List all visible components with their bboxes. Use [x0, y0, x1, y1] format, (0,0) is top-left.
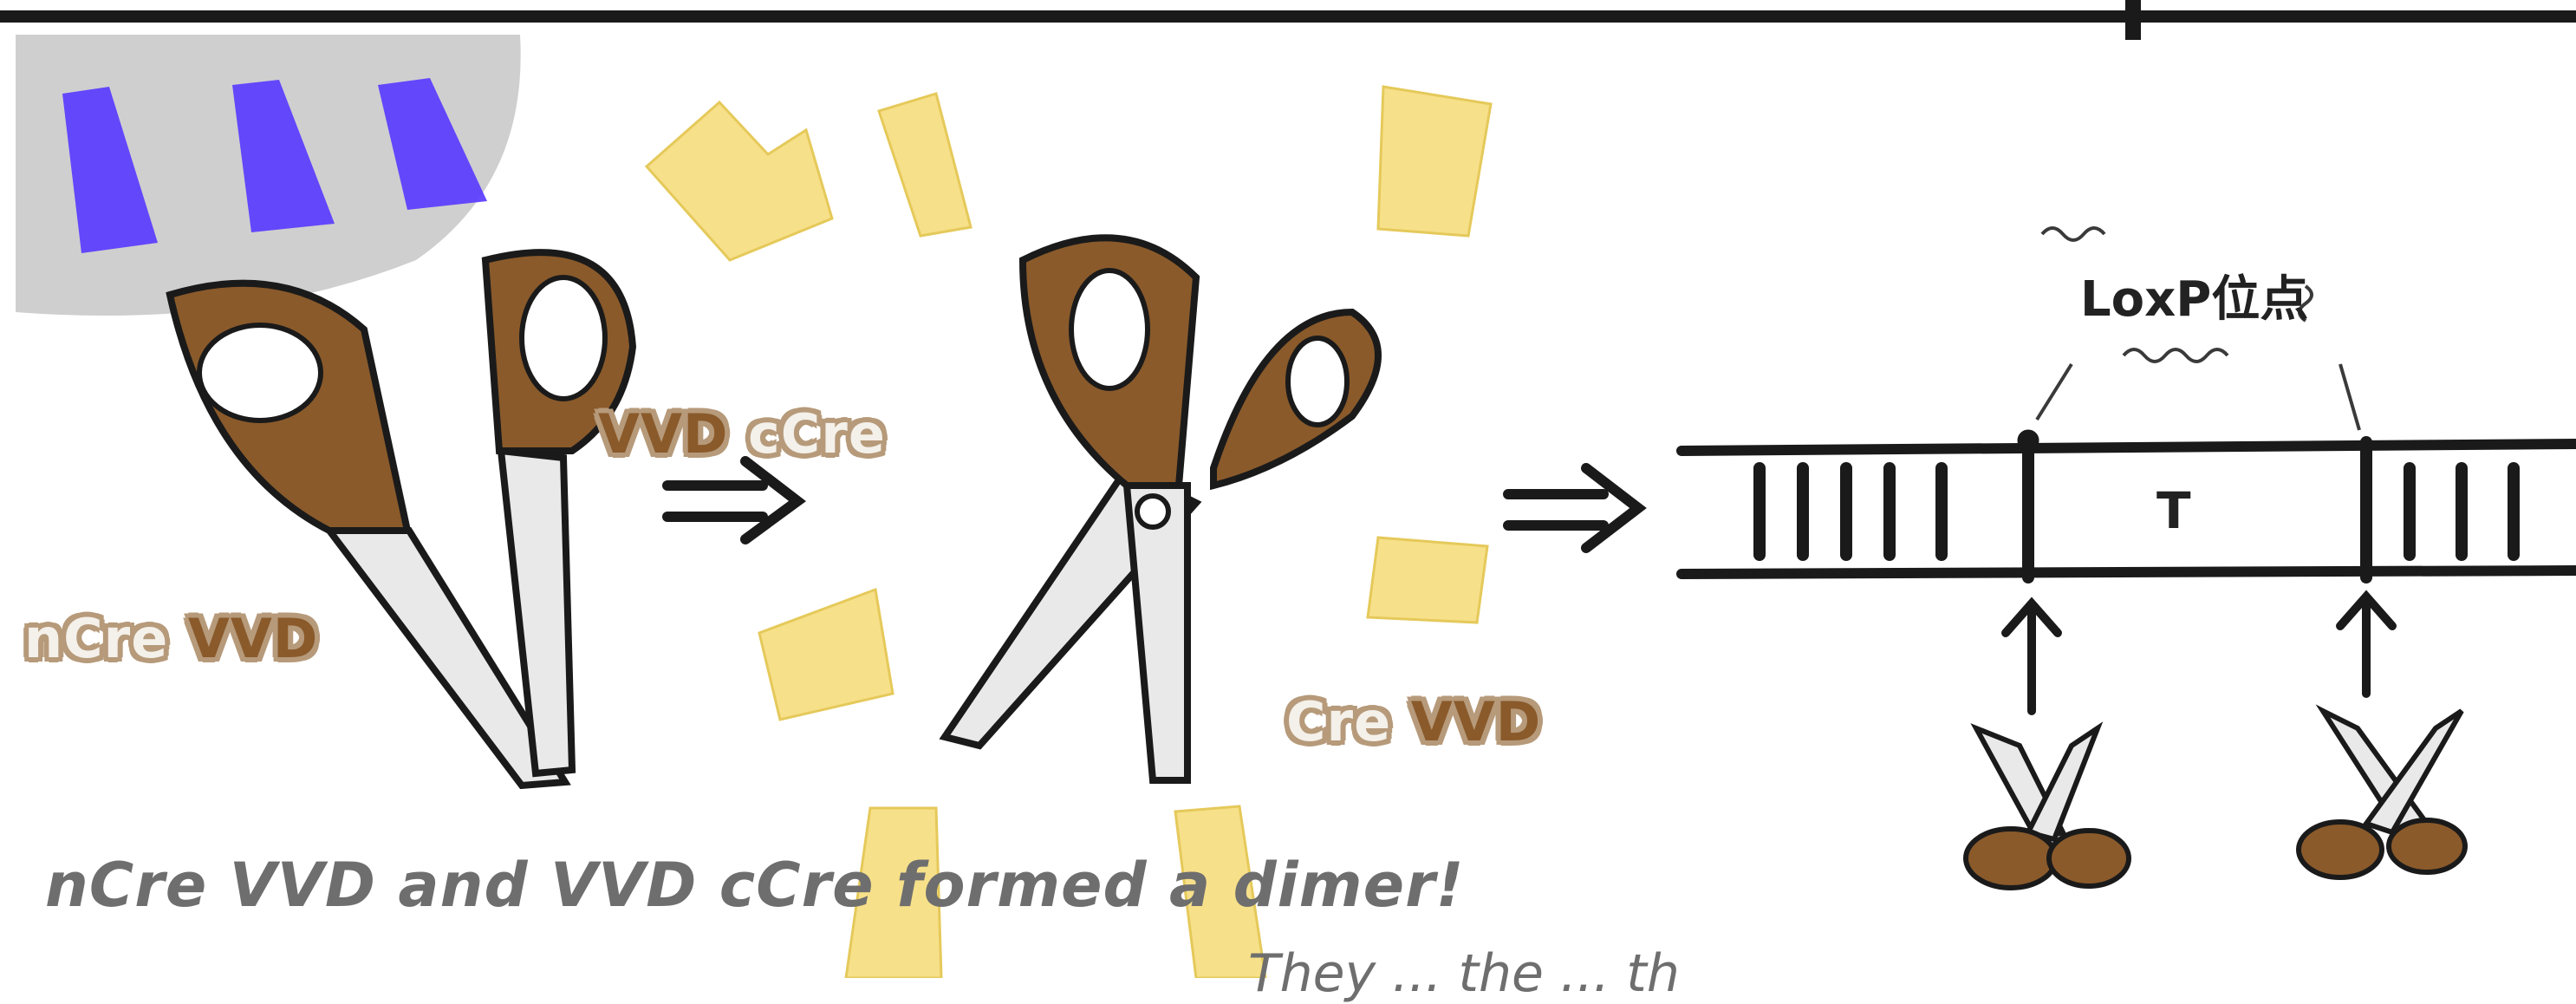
ncre-vvd-part2: VVD — [188, 607, 318, 670]
loxp-site-label: LoxP位点 — [2080, 260, 2308, 330]
split-scissors-icon — [170, 252, 633, 786]
arrow-icon — [667, 461, 797, 539]
t-segment-label: T — [2156, 481, 2191, 540]
ncre-vvd-part1: nCre — [24, 607, 168, 670]
uv-light-icon — [16, 35, 521, 316]
arrow-icon — [2006, 597, 2392, 711]
small-scissors-icon — [2299, 711, 2465, 877]
cre-vvd-part1: Cre — [1286, 690, 1391, 753]
partial-caption: They ... the ... th — [1248, 943, 1680, 1004]
cre-vvd-label: Cre VVD — [1286, 690, 1541, 753]
dimer-caption: nCre VVD and VVD cCre formed a dimer! — [45, 850, 1465, 921]
small-scissors-icon — [1966, 728, 2129, 888]
cre-vvd-part2: VVD — [1411, 690, 1541, 753]
vvd-ccre-part2: cCre — [748, 402, 886, 466]
vvd-ccre-part1: VVD — [598, 402, 728, 466]
vvd-ccre-label: VVD cCre — [598, 402, 886, 466]
ncre-vvd-label: nCre VVD — [24, 607, 318, 670]
dna-strand-icon — [1682, 430, 2576, 577]
arrow-icon — [1508, 468, 1638, 548]
top-border — [0, 0, 2576, 40]
spark-shapes — [647, 87, 1491, 978]
